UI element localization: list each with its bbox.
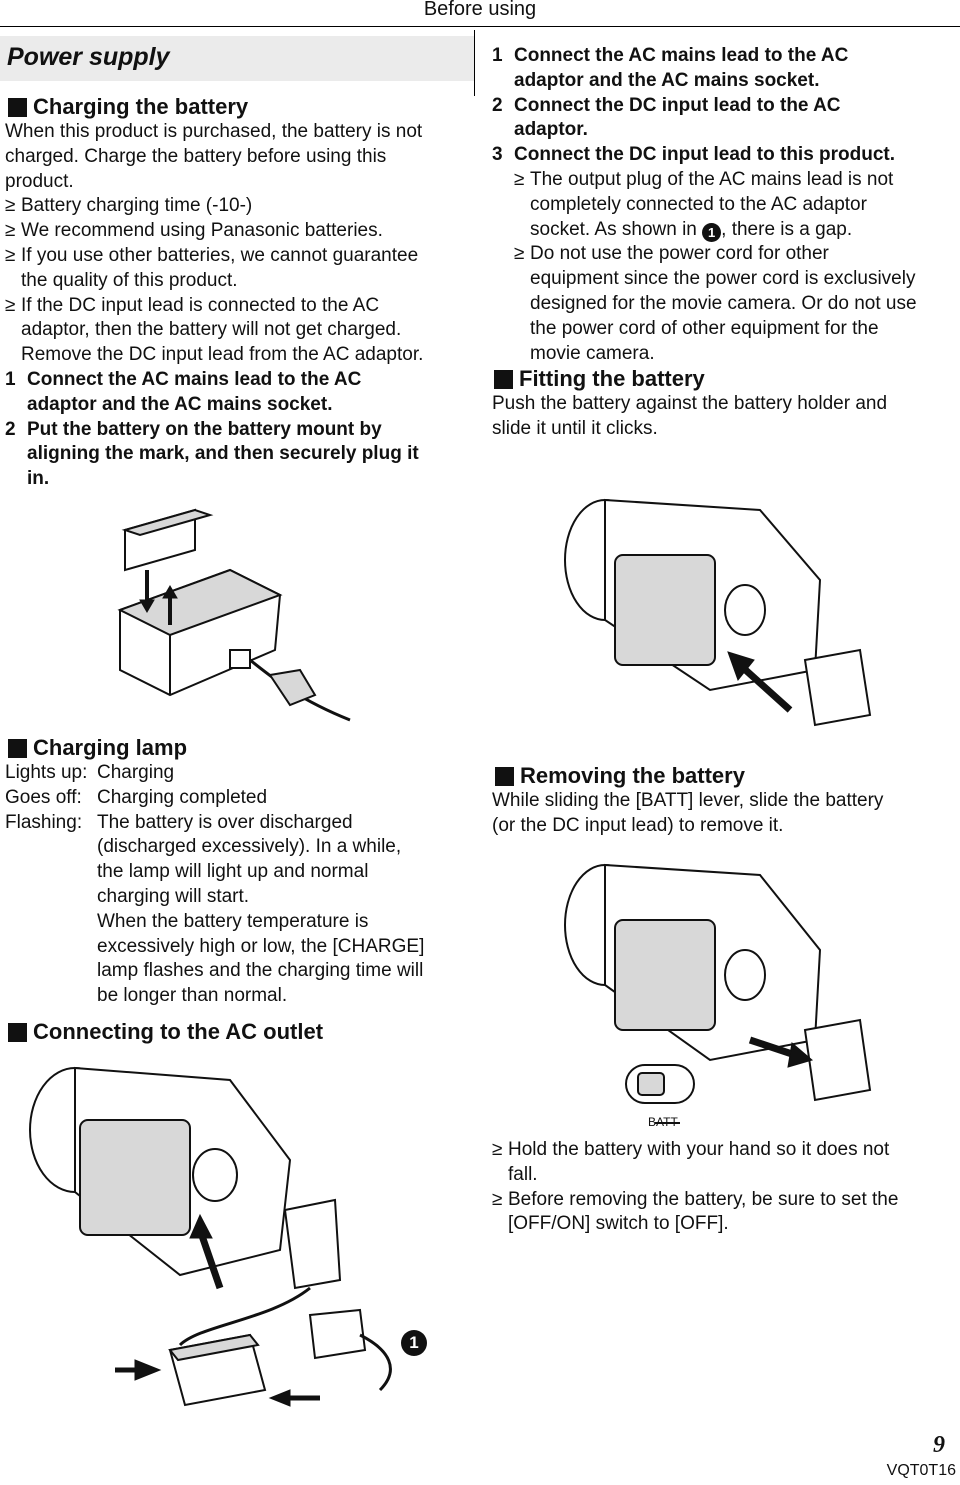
square-icon — [8, 739, 27, 758]
column-divider — [474, 30, 475, 96]
lamp-status-line: The battery is over discharged — [97, 811, 353, 833]
lamp-status-row: Goes off: Charging completed — [5, 786, 467, 811]
removing-heading: Removing the battery — [492, 763, 954, 789]
bullet-continuation: movie camera. — [530, 342, 655, 364]
lamp-status-line: the lamp will light up and normal — [97, 861, 369, 883]
marker-1-icon: 1 — [702, 222, 722, 242]
step-continuation: adaptor. — [514, 119, 588, 141]
lamp-status-line: Charging — [97, 762, 175, 783]
bullet-continuation: the power cord of other equipment for th… — [530, 317, 879, 339]
bullet-icon: ≥ — [5, 195, 16, 217]
page-number: 9 — [933, 1432, 945, 1458]
lamp-status-value: Charging completed — [97, 786, 467, 811]
step-continuation: adaptor and the AC mains socket. — [27, 393, 333, 415]
header-rule — [0, 26, 960, 27]
lamp-status-row: Flashing: The battery is over discharged (… — [5, 811, 467, 1009]
removing-text: While sliding the [BATT] lever, slide th… — [492, 790, 884, 811]
bullet-power-cord: ≥Do not use the power cord for other — [514, 242, 954, 267]
ac-connection-illustration — [29, 1066, 392, 1407]
camera-removing-illustration — [564, 863, 872, 1124]
fitting-heading: Fitting the battery — [491, 366, 954, 392]
bullet-continuation: adaptor, then the battery will not get c… — [21, 319, 402, 341]
bullet-continuation: completely connected to the AC adaptor — [530, 193, 867, 215]
section-title-band — [0, 36, 474, 81]
charger-illustration — [117, 508, 351, 722]
bullet-continuation: designed for the movie camera. Or do not… — [530, 292, 917, 314]
removing-section: Removing the battery While sliding the [… — [492, 763, 954, 839]
bullet-icon: ≥ — [5, 244, 16, 266]
section-title: Power supply — [7, 43, 170, 71]
lamp-status-key: Lights up: — [5, 762, 88, 783]
lamp-status-value: The battery is over discharged (discharge… — [97, 811, 467, 1009]
bullet-hold-battery: ≥Hold the battery with your hand so it d… — [492, 1138, 954, 1163]
step-continuation: aligning the mark, and then securely plu… — [27, 443, 419, 465]
bullet-output-plug: ≥The output plug of the AC mains lead is… — [514, 168, 954, 193]
lamp-status-line: lamp flashes and the charging time will — [97, 960, 424, 982]
charging-section: Charging the battery When this product i… — [5, 94, 467, 492]
square-icon — [8, 1022, 27, 1042]
bullet-icon: ≥ — [492, 1139, 503, 1160]
bullet-recommend: ≥We recommend using Panasonic batteries. — [5, 219, 467, 244]
fitting-text: Push the battery against the battery hol… — [492, 393, 888, 415]
marker-1-icon: 1 — [401, 1330, 427, 1356]
bullet-charging-time: ≥Battery charging time (-10-) — [5, 194, 467, 219]
square-icon — [495, 767, 514, 786]
lamp-heading: Charging lamp — [5, 735, 467, 761]
charging-intro-line: When this product is purchased, the batt… — [5, 121, 423, 142]
square-icon — [494, 370, 513, 390]
bullet-icon: ≥ — [5, 220, 16, 242]
square-icon — [8, 98, 27, 117]
lamp-status-line: When the battery temperature is — [97, 910, 369, 932]
lamp-status-line: excessively high or low, the [CHARGE] — [97, 935, 425, 957]
bullet-dc-lead: ≥If the DC input lead is connected to th… — [5, 294, 467, 319]
lamp-status-line: charging will start. — [97, 885, 250, 907]
charging-heading: Charging the battery — [5, 94, 467, 120]
running-header: Before using — [423, 0, 537, 20]
bullet-icon: ≥ — [514, 243, 525, 265]
bullet-continuation: equipment since the power cord is exclus… — [530, 268, 916, 290]
step-continuation: adaptor and the AC mains socket. — [514, 69, 820, 91]
removing-notes: ≥Hold the battery with your hand so it d… — [492, 1138, 954, 1237]
lamp-status-key: Goes off: — [5, 786, 82, 808]
bullet-continuation: fall. — [508, 1163, 538, 1185]
lamp-status-row: Lights up: Charging — [5, 761, 467, 786]
bullet-icon: ≥ — [514, 168, 525, 190]
fitting-text: slide it until it clicks. — [492, 418, 658, 440]
figure-marker: 1 — [401, 1330, 427, 1356]
lamp-status-value: Charging — [97, 761, 467, 786]
bullet-continuation: [OFF/ON] switch to [OFF]. — [508, 1213, 729, 1235]
bullet-icon: ≥ — [492, 1188, 503, 1210]
removing-text: (or the DC input lead) to remove it. — [492, 814, 784, 836]
bullet-icon: ≥ — [5, 294, 16, 316]
step-continuation: in. — [27, 468, 50, 490]
charging-intro-line: charged. Charge the battery before using… — [5, 145, 387, 167]
bullet-switch-off: ≥Before removing the battery, be sure to… — [492, 1188, 954, 1213]
bullet-continuation: Remove the DC input lead from the AC ada… — [21, 344, 424, 366]
bullet-continuation: the quality of this product. — [21, 269, 238, 291]
connecting-heading: Connecting to the AC outlet — [5, 1019, 467, 1045]
lamp-status-line: (discharged excessively). In a while, — [97, 836, 402, 858]
bullet-continuation: socket. As shown in 1, there is a gap. — [530, 218, 853, 242]
batt-lever-label: BATT — [648, 1115, 678, 1129]
document-code: VQT0T16 — [886, 1462, 956, 1479]
charging-intro-line: product. — [5, 170, 74, 192]
camera-fitting-illustration — [564, 498, 872, 727]
lamp-status-line: be longer than normal. — [97, 985, 288, 1007]
bullet-other-batteries: ≥If you use other batteries, we cannot g… — [5, 244, 467, 269]
lamp-status-line: Charging completed — [97, 786, 268, 808]
lamp-status-key: Flashing: — [5, 811, 83, 833]
